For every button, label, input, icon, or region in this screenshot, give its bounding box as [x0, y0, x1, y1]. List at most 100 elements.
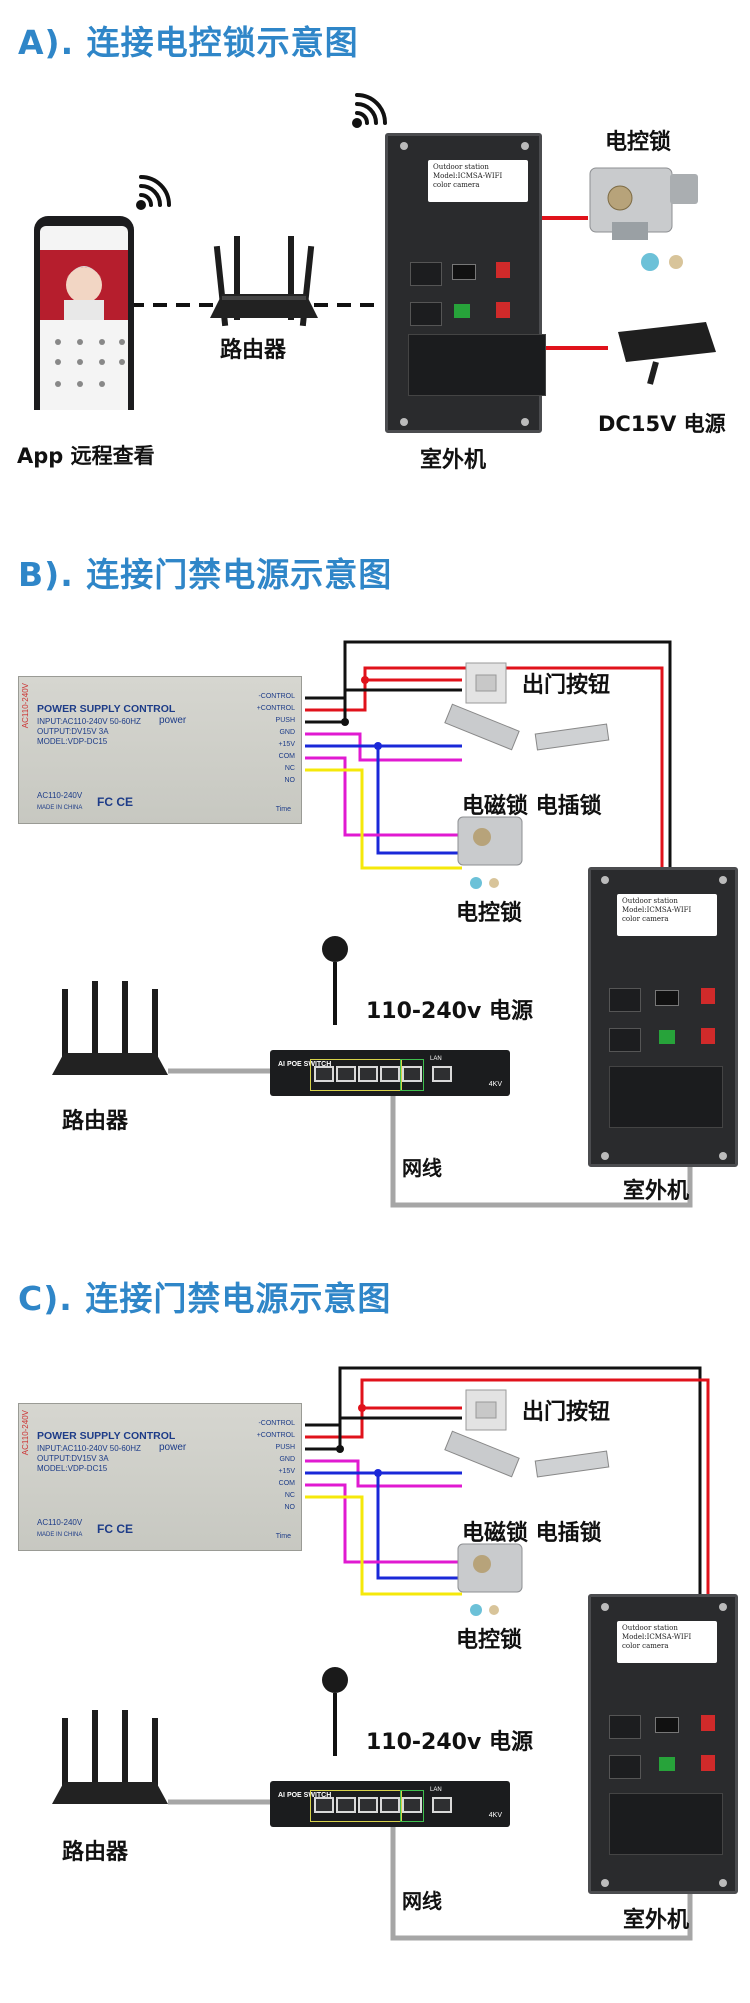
poe-port	[358, 1797, 378, 1813]
plate-line3: color camera	[433, 181, 480, 189]
plate-line3: color camera	[622, 1642, 669, 1650]
electric-lock	[457, 816, 523, 889]
section-b-title: B). 连接门禁电源示意图	[18, 555, 393, 594]
exit-button-label: 出门按钮	[522, 1400, 611, 1425]
psu-terminal: PUSH	[275, 717, 295, 724]
outdoor-plate: Outdoor station Model:ICMSA-WIFI color c…	[617, 1621, 717, 1663]
psu-title: POWER SUPPLY CONTROL	[37, 1430, 176, 1442]
poe-ports-group	[310, 1059, 402, 1091]
poe-port	[314, 1797, 334, 1813]
uplink-port	[402, 1797, 422, 1813]
switch-lan: LAN	[430, 1787, 442, 1793]
switch-kv: 4KV	[488, 1081, 502, 1088]
psu-power: power	[159, 715, 187, 726]
maglock-label: 电磁锁 电插锁	[462, 794, 602, 819]
psu-model: MODEL:VDP-DC15	[37, 737, 108, 746]
plate-line3: color camera	[622, 915, 669, 923]
section-c: C). 连接门禁电源示意图	[0, 1272, 750, 2003]
mains-label: 110-240v 电源	[366, 1730, 533, 1755]
section-a: A). 连接电控锁示意图	[0, 0, 750, 473]
router-label: 路由器	[62, 1109, 129, 1134]
router-label: 路由器	[220, 338, 287, 363]
section-c-diagram	[52, 1366, 710, 1941]
outdoor-label: 室外机	[623, 1179, 690, 1204]
outdoor-station: Outdoor station Model:ICMSA-WIFI color c…	[385, 133, 546, 433]
exit-button-label: 出门按钮	[522, 673, 611, 698]
psu-terminal: NC	[284, 765, 295, 772]
cable-label: 网线	[402, 1156, 442, 1180]
outdoor-station: Outdoor station Model:ICMSA-WIFI color c…	[588, 867, 738, 1167]
psu-time: Time	[275, 806, 291, 813]
psu-made: MADE IN CHINA	[37, 1532, 83, 1538]
lan-port	[432, 1797, 452, 1813]
mains-plug	[322, 1667, 348, 1756]
switch-lan: LAN	[430, 1056, 442, 1062]
outdoor-plate: Outdoor station Model:ICMSA-WIFI color c…	[617, 894, 717, 936]
mains-plug	[322, 936, 348, 1025]
psu-ac: AC110-240V	[37, 1518, 83, 1527]
section-a-title: A). 连接电控锁示意图	[18, 23, 359, 62]
cable-label: 网线	[402, 1889, 442, 1913]
outdoor-station: Outdoor station Model:ICMSA-WIFI color c…	[588, 1594, 738, 1894]
psu-cert: FC CE	[97, 795, 133, 809]
switch-kv: 4KV	[488, 1812, 502, 1819]
magnetic-lock	[444, 703, 610, 751]
lock-label: 电控锁	[605, 130, 672, 155]
section-b: B). 连接门禁电源示意图	[0, 545, 750, 1235]
psu-power: power	[159, 1442, 187, 1453]
psu-terminal: NC	[284, 1492, 295, 1499]
psu-terminal: GND	[279, 1456, 295, 1463]
wifi-icon	[352, 93, 387, 128]
psu-output: OUTPUT:DV15V 3A	[37, 1454, 109, 1463]
uplink-port	[402, 1066, 422, 1082]
psu-terminal: NO	[284, 777, 296, 784]
psu-terminal: -CONTROL	[258, 1420, 295, 1427]
lan-port	[432, 1066, 452, 1082]
psu-input: INPUT:AC110-240V 50-60HZ	[37, 717, 141, 726]
psu-terminal: +15V	[278, 741, 295, 748]
electric-lock	[457, 1543, 523, 1616]
poe-switch: AI POE SWITCH LAN 4KV	[270, 1781, 510, 1827]
outdoor-label: 室外机	[420, 448, 487, 473]
poe-port	[358, 1066, 378, 1082]
poe-port	[336, 1066, 356, 1082]
psu-made: MADE IN CHINA	[37, 805, 83, 811]
smartphone	[34, 216, 134, 410]
power-adapter	[618, 322, 716, 385]
psu-side-label: AC110-240V	[21, 1410, 30, 1456]
outdoor-plate: Outdoor station Model:ICMSA-WIFI color c…	[428, 160, 528, 202]
uplink-port-group	[400, 1059, 424, 1091]
poe-switch: AI POE SWITCH LAN 4KV	[270, 1050, 510, 1096]
psu-terminal: COM	[278, 753, 295, 760]
section-a-diagram	[34, 93, 716, 410]
wifi-icon	[136, 175, 171, 210]
poe-port	[380, 1797, 400, 1813]
outdoor-label: 室外机	[623, 1908, 690, 1933]
psu-input: INPUT:AC110-240V 50-60HZ	[37, 1444, 141, 1453]
psu-terminal: +CONTROL	[256, 1432, 295, 1439]
power-supply: AC110-240V POWER SUPPLY CONTROL power IN…	[18, 1403, 302, 1551]
power-supply: AC110-240V POWER SUPPLY CONTROL power IN…	[18, 676, 302, 824]
psu-side-label: AC110-240V	[21, 683, 30, 729]
psu-cert: FC CE	[97, 1522, 133, 1536]
psu-model: MODEL:VDP-DC15	[37, 1464, 108, 1473]
psu-terminal: -CONTROL	[258, 693, 295, 700]
plate-line2: Model:ICMSA-WIFI	[622, 906, 692, 914]
uplink-port-group	[400, 1790, 424, 1822]
switch-brand: AI POE SWITCH	[278, 1792, 332, 1799]
lock-label: 电控锁	[456, 1628, 523, 1653]
psu-terminal: +CONTROL	[256, 705, 295, 712]
plate-line1: Outdoor station	[622, 897, 678, 905]
electric-lock	[589, 167, 698, 271]
router	[52, 981, 168, 1075]
psu-time: Time	[275, 1533, 291, 1540]
lock-label: 电控锁	[456, 901, 523, 926]
plate-line2: Model:ICMSA-WIFI	[433, 172, 503, 180]
adapter-label: DC15V 电源	[598, 412, 726, 436]
router-label: 路由器	[62, 1840, 129, 1865]
mains-label: 110-240v 电源	[366, 999, 533, 1024]
psu-terminal: COM	[278, 1480, 295, 1487]
phone-label: App 远程查看	[17, 444, 155, 468]
exit-button-device	[465, 1389, 507, 1431]
psu-terminal: +15V	[278, 1468, 295, 1475]
